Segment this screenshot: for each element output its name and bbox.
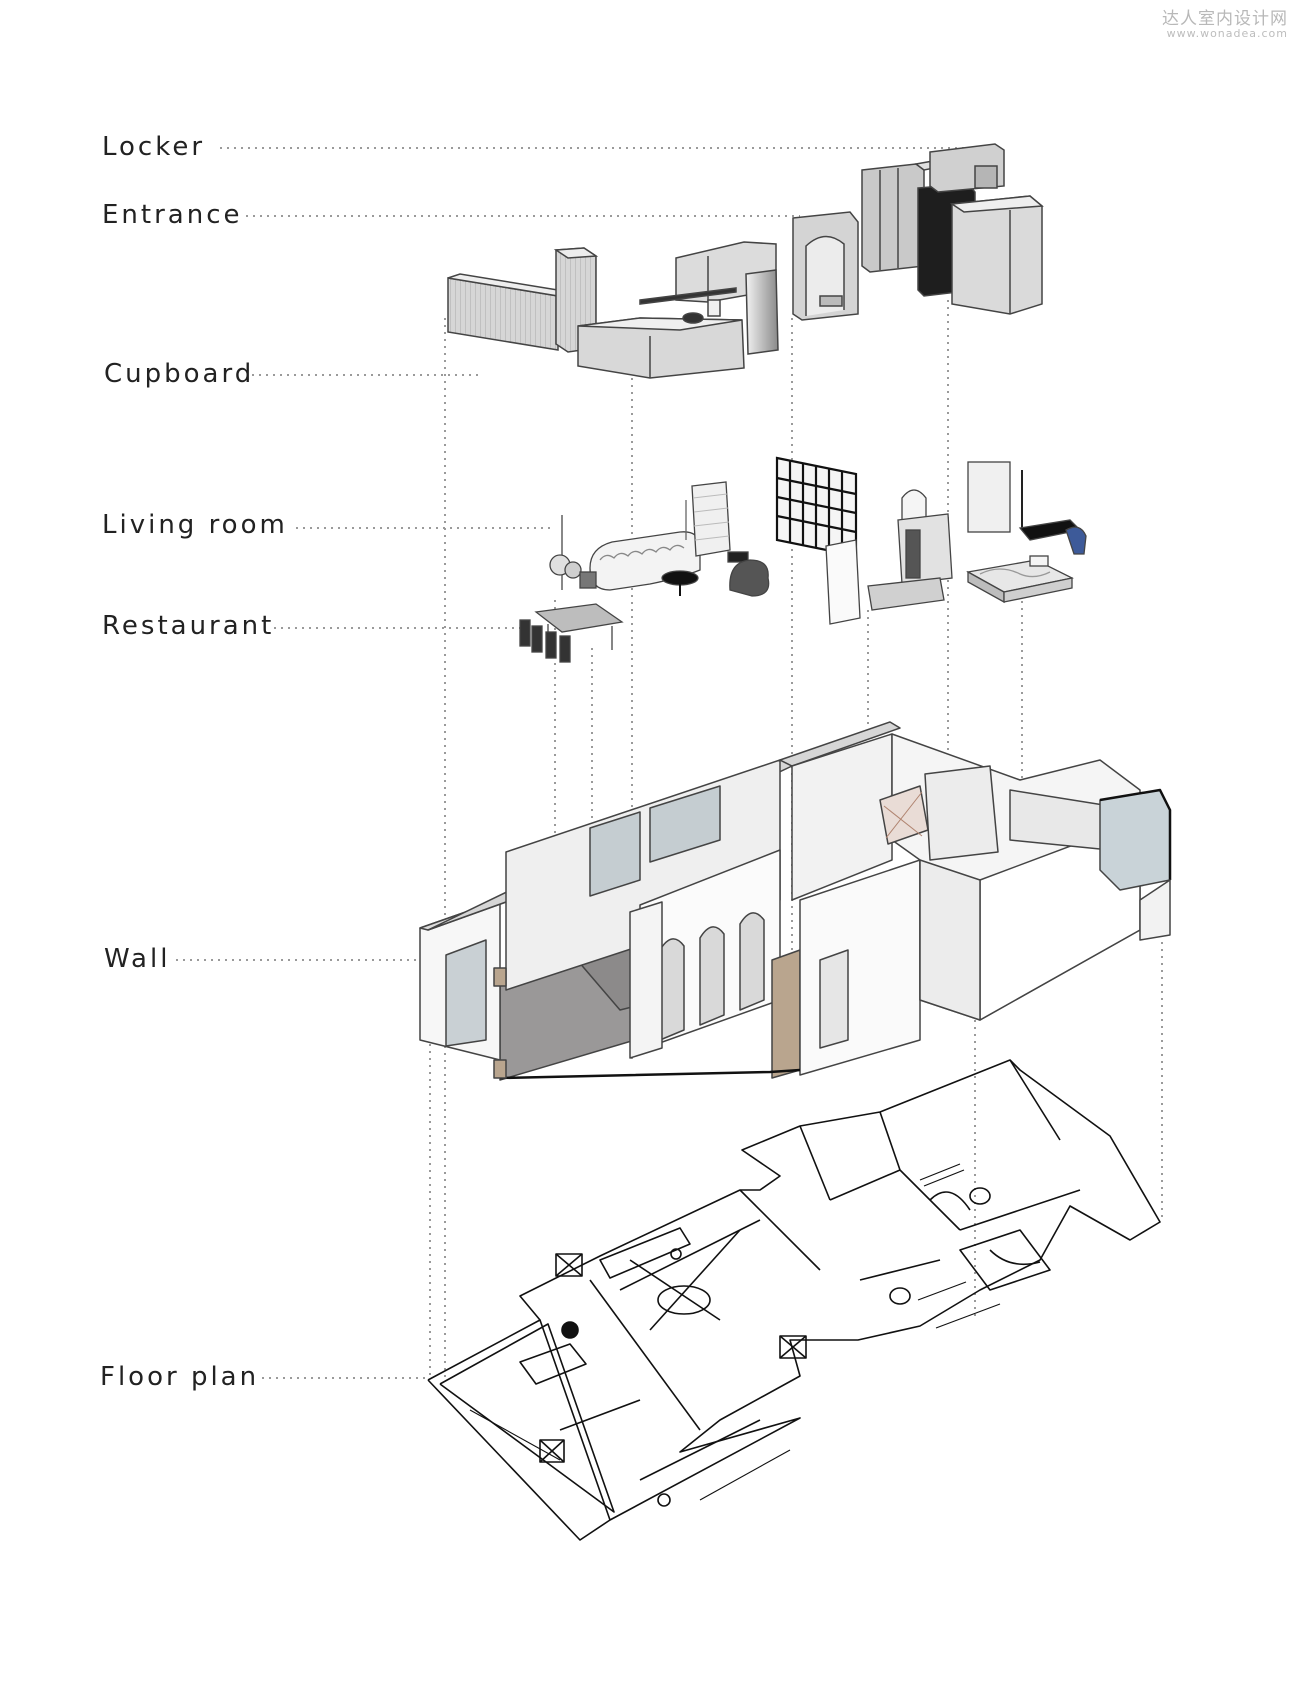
wall-model [419,721,1172,1081]
watermark-url: www.wonadea.com [1166,27,1288,40]
bedroom-furniture [775,456,1087,625]
cupboard-kitchen [447,241,779,379]
label-living-room: Living room [102,510,288,540]
label-leader-lines [176,147,975,1379]
living-room-furniture [519,481,770,663]
locker-cabinets [792,143,1044,321]
label-cupboard: Cupboard [104,359,255,389]
label-wall: Wall [104,944,171,974]
watermark-logo: 达人室内设计网 [1162,9,1288,29]
label-locker: Locker [102,132,206,162]
floor-plan-drawing [427,1059,1161,1541]
label-entrance: Entrance [102,200,243,230]
label-restaurant: Restaurant [102,611,275,641]
label-floor-plan: Floor plan [100,1362,260,1392]
